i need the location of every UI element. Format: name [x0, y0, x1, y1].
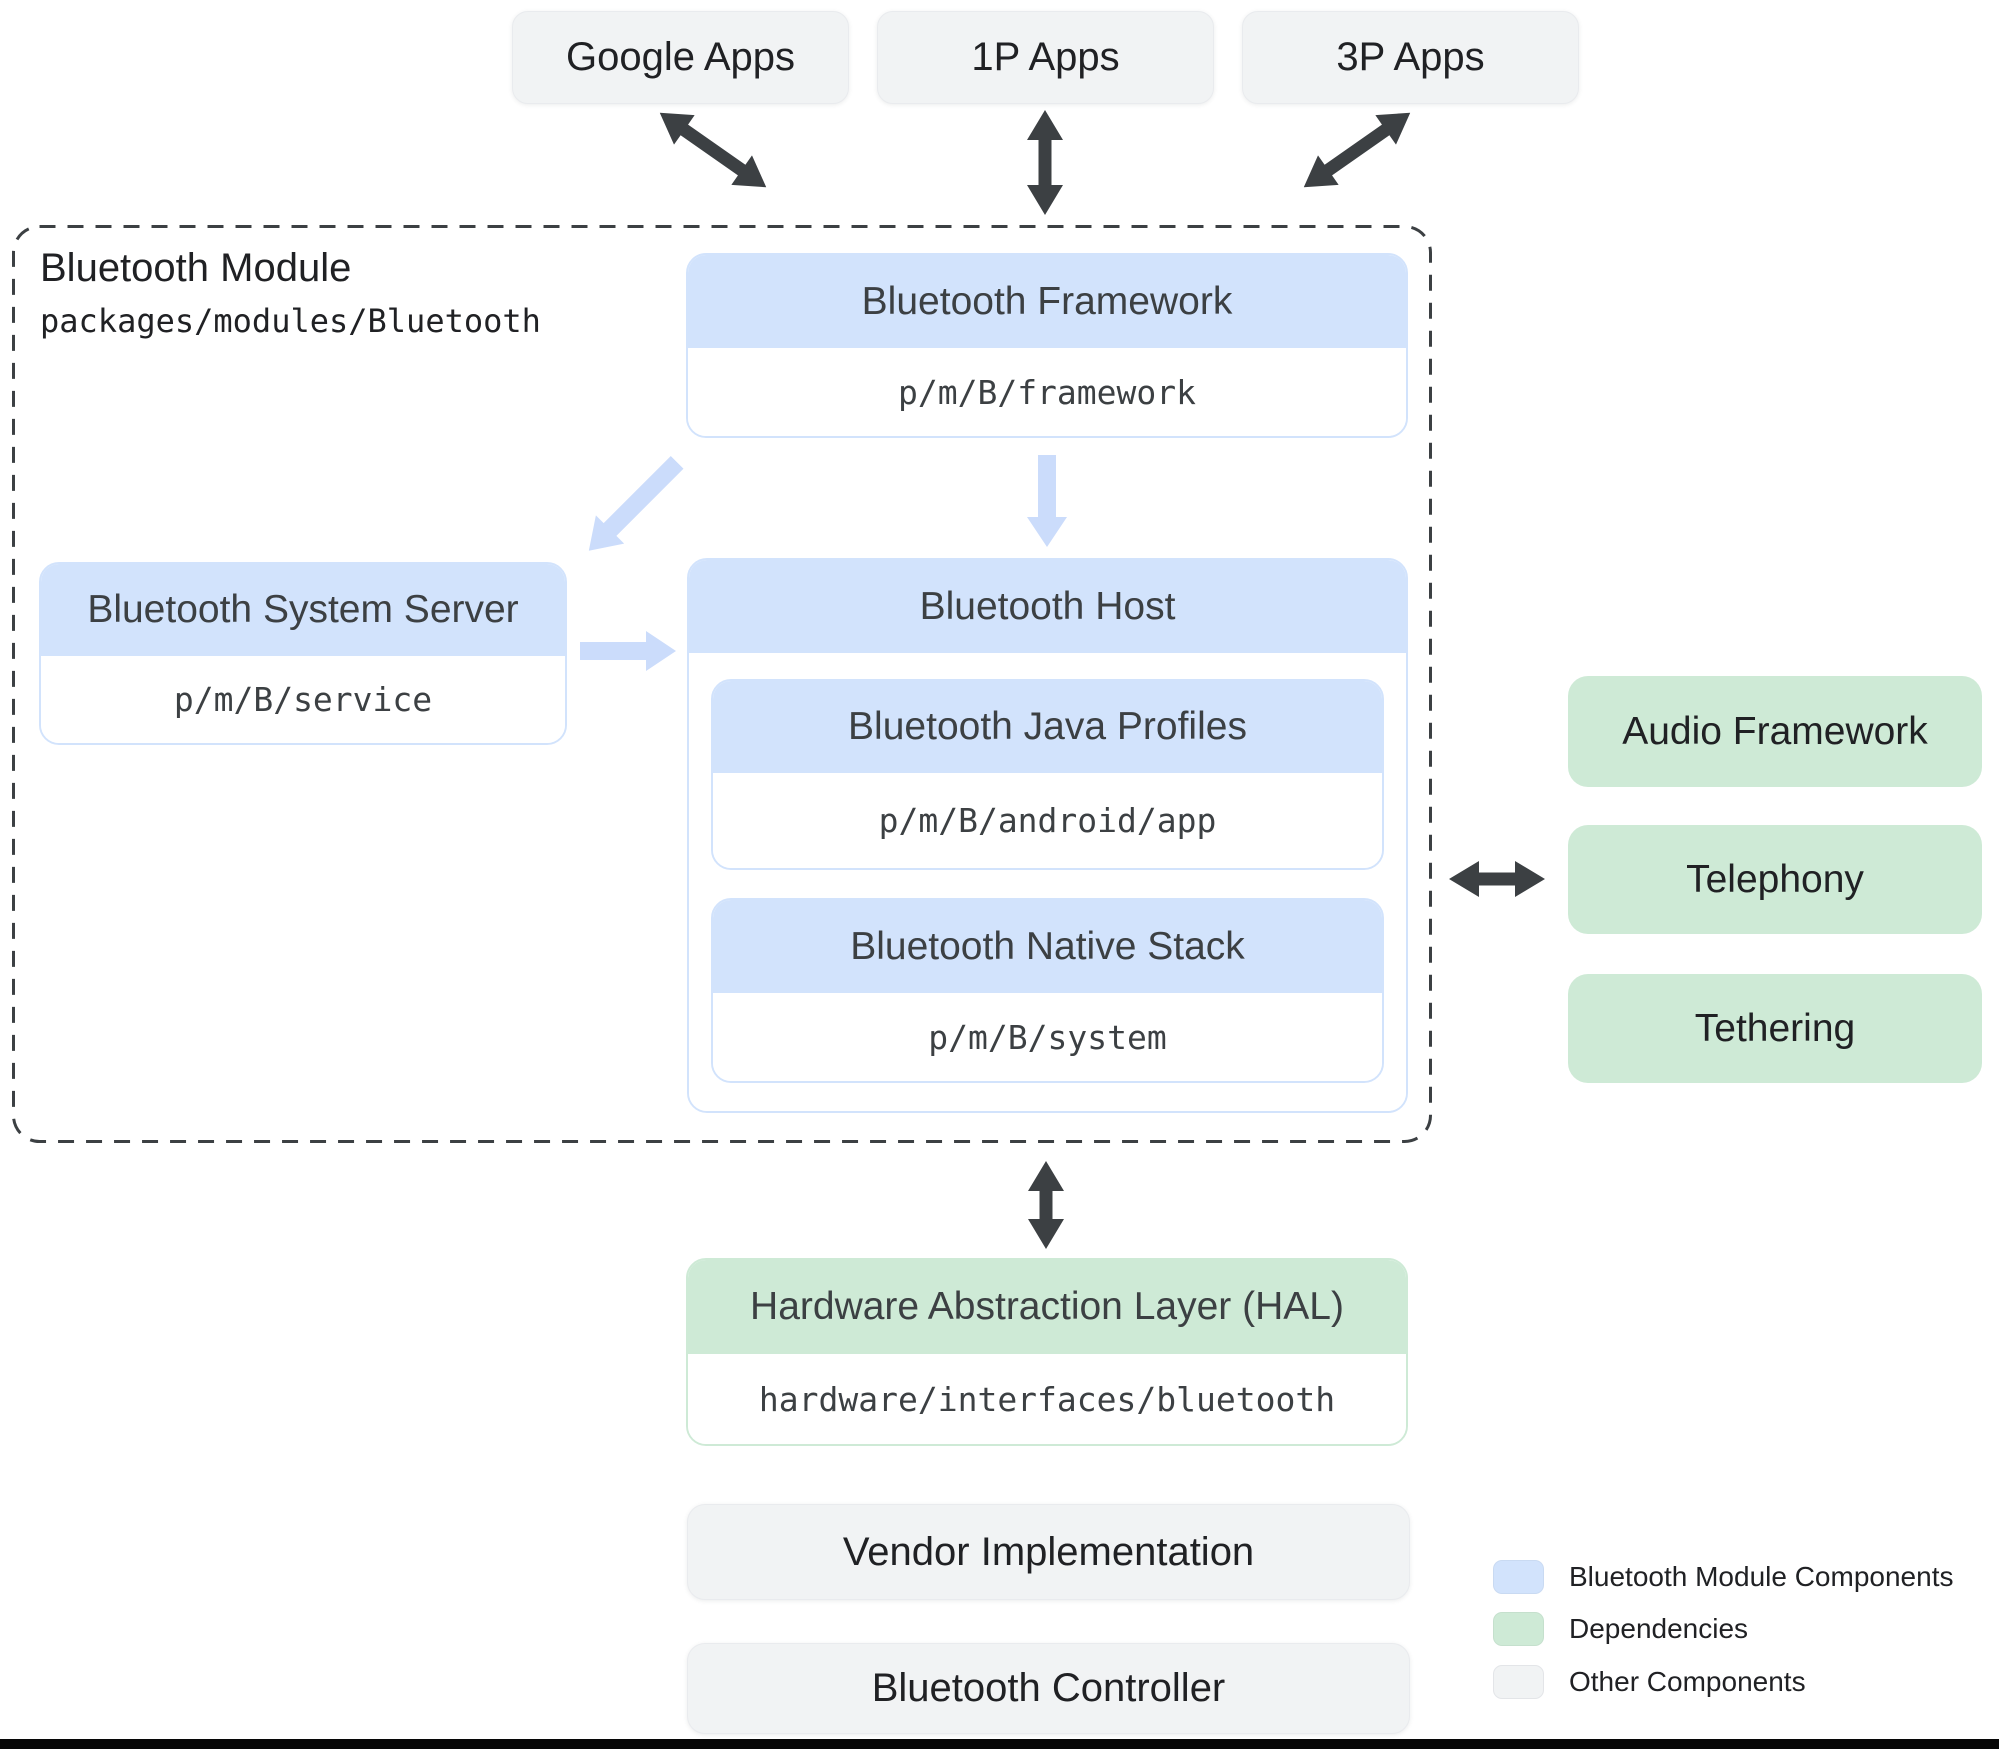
audio-framework-box: Audio Framework	[1568, 676, 1982, 787]
legend-label-module-components: Bluetooth Module Components	[1569, 1561, 1954, 1592]
third-party-apps-label: 3P Apps	[1336, 35, 1485, 79]
bluetooth-native-stack-path: p/m/B/system	[713, 993, 1382, 1081]
vendor-implementation-label: Vendor Implementation	[842, 1529, 1255, 1574]
system-server-to-host-arrow-icon	[580, 631, 676, 671]
hal-title: Hardware Abstraction Layer (HAL)	[688, 1260, 1406, 1354]
legend-label-dependencies: Dependencies	[1569, 1613, 1749, 1644]
bluetooth-controller-label: Bluetooth Controller	[871, 1666, 1226, 1710]
hal-path: hardware/interfaces/bluetooth	[688, 1354, 1406, 1444]
legend-swatch-module-components	[1493, 1560, 1544, 1594]
bluetooth-native-stack-title: Bluetooth Native Stack	[713, 900, 1382, 993]
legend-row-other-components: Other Components	[1493, 1665, 1806, 1699]
telephony-box: Telephony	[1568, 825, 1982, 934]
google-apps-label: Google Apps	[565, 35, 796, 79]
bluetooth-system-server-card: Bluetooth System Server p/m/B/service	[39, 562, 567, 745]
first-party-apps-bidirectional-arrow-icon	[1027, 110, 1063, 215]
bluetooth-java-profiles-card: Bluetooth Java Profiles p/m/B/android/ap…	[711, 679, 1384, 870]
module-path: packages/modules/Bluetooth	[40, 302, 541, 340]
bluetooth-java-profiles-title: Bluetooth Java Profiles	[713, 681, 1382, 773]
hal-card: Hardware Abstraction Layer (HAL) hardwar…	[686, 1258, 1408, 1446]
third-party-apps-bidirectional-arrow-icon	[1303, 112, 1411, 188]
bluetooth-controller-box: Bluetooth Controller	[687, 1643, 1410, 1734]
framework-to-system-server-arrow-icon	[588, 455, 684, 551]
bluetooth-system-server-path: p/m/B/service	[41, 656, 565, 743]
google-apps-bidirectional-arrow-icon	[659, 112, 767, 188]
audio-framework-label: Audio Framework	[1622, 709, 1928, 753]
legend-label-other-components: Other Components	[1569, 1666, 1806, 1697]
tethering-box: Tethering	[1568, 974, 1982, 1083]
first-party-apps-label: 1P Apps	[971, 35, 1120, 79]
legend-swatch-dependencies	[1493, 1612, 1544, 1646]
bluetooth-system-server-title: Bluetooth System Server	[41, 564, 565, 656]
third-party-apps-box: 3P Apps	[1242, 11, 1579, 104]
bluetooth-host-title: Bluetooth Host	[689, 560, 1406, 653]
module-to-hal-bidirectional-arrow-icon	[1028, 1161, 1064, 1249]
bottom-edge-bar	[0, 1739, 1999, 1749]
legend-swatch-other-components	[1493, 1665, 1544, 1699]
legend-row-dependencies: Dependencies	[1493, 1612, 1748, 1646]
vendor-implementation-box: Vendor Implementation	[687, 1504, 1410, 1600]
bluetooth-framework-card: Bluetooth Framework p/m/B/framework	[686, 253, 1408, 438]
bluetooth-framework-path: p/m/B/framework	[688, 348, 1406, 436]
first-party-apps-box: 1P Apps	[877, 11, 1214, 104]
bluetooth-native-stack-card: Bluetooth Native Stack p/m/B/system	[711, 898, 1384, 1083]
google-apps-box: Google Apps	[512, 11, 849, 104]
framework-to-host-arrow-icon	[1027, 455, 1067, 547]
telephony-label: Telephony	[1686, 857, 1864, 901]
module-to-dependencies-bidirectional-arrow-icon	[1449, 861, 1545, 897]
legend-row-module-components: Bluetooth Module Components	[1493, 1560, 1953, 1594]
bluetooth-java-profiles-path: p/m/B/android/app	[713, 773, 1382, 868]
module-title: Bluetooth Module	[40, 246, 352, 290]
bluetooth-framework-title: Bluetooth Framework	[688, 255, 1406, 348]
tethering-label: Tethering	[1694, 1006, 1856, 1050]
